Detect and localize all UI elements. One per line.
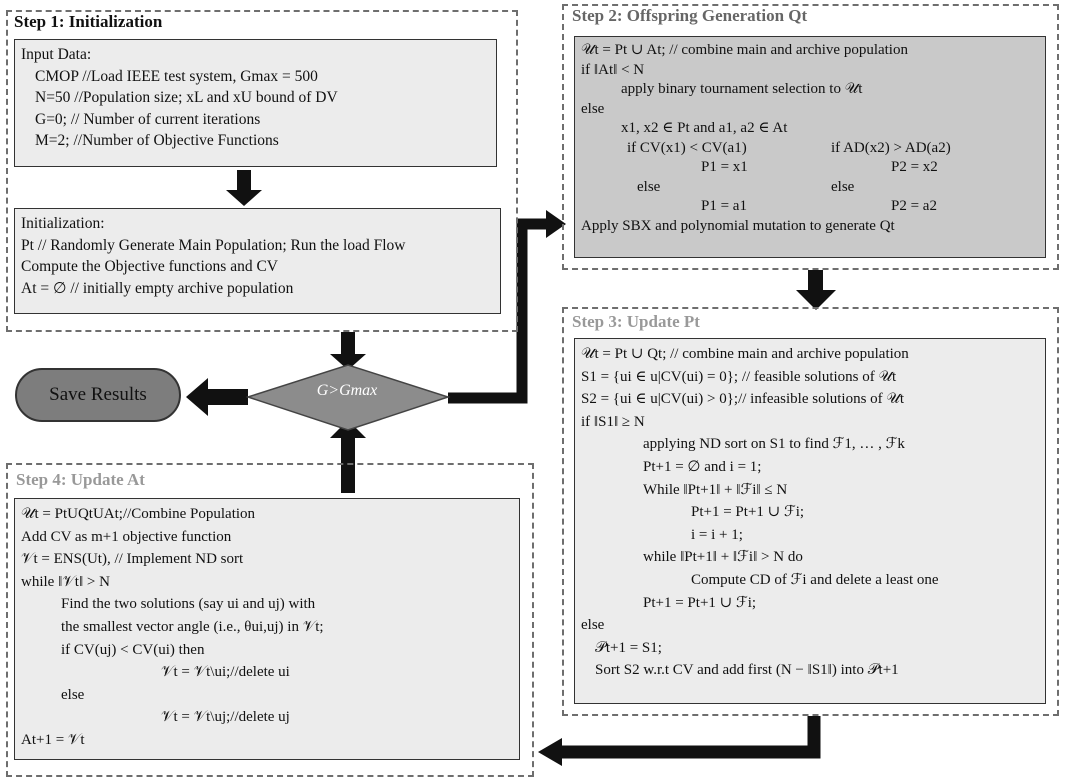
step1-title: Step 1: Initialization [10, 12, 167, 32]
step2-pair-right: P2 = a2 [891, 198, 937, 214]
step4-line: 𝒰t = PtUQtUAt;//Combine Population [21, 506, 256, 522]
offspring-generation-box: 𝒰t = Pt ∪ At; // combine main and archiv… [574, 36, 1046, 258]
update-pt-box: 𝒰t = Pt ∪ Qt; // combine main and archiv… [574, 338, 1046, 704]
step3-line: S2 = {ui ∈ u|CV(ui) > 0};// infeasible s… [581, 391, 905, 408]
step3-line: While ‖Pt+1‖ + ‖ℱi‖ ≤ N [643, 481, 788, 498]
step3-title: Step 3: Update Pt [568, 312, 704, 332]
input-line: G=0; // Number of current iterations [35, 110, 261, 128]
update-at-box: 𝒰t = PtUQtUAt;//Combine Population Add C… [14, 498, 520, 760]
step2-pair-right: if AD(x2) > AD(a2) [831, 139, 951, 156]
step4-line: Add CV as m+1 objective function [21, 528, 232, 545]
step2-pair-right: P2 = x2 [891, 159, 938, 175]
step2-line: else [581, 100, 605, 117]
step4-title: Step 4: Update At [12, 470, 149, 490]
step2-line: Apply SBX and polynomial mutation to gen… [581, 217, 895, 234]
step3-line: applying ND sort on S1 to find ℱ1, … , ℱ… [643, 436, 905, 453]
input-line: N=50 //Population size; xL and xU bound … [35, 89, 338, 106]
step4-line: while ‖𝒱t‖ > N [21, 573, 110, 590]
arrow-step3-to-step4 [538, 716, 821, 766]
input-line: M=2; //Number of Objective Functions [35, 132, 279, 149]
step2-pair-row: P1 = a1 P2 = a2 [581, 197, 1039, 217]
step3-line: else [581, 617, 605, 634]
initialization-box: Initialization: Pt // Randomly Generate … [14, 208, 501, 314]
input-line: Input Data: [21, 46, 92, 63]
step4-line: 𝒱t = 𝒱t\ui;//delete ui [161, 664, 290, 681]
step4-line: 𝒱t = ENS(Ut), // Implement ND sort [21, 551, 244, 568]
step4-line: 𝒱t = 𝒱t\uj;//delete uj [161, 709, 290, 726]
step4-line: if CV(uj) < CV(ui) then [61, 641, 205, 658]
step3-line: 𝒫t+1 = S1; [595, 639, 662, 656]
step2-line: if ‖At‖ < N [581, 61, 645, 78]
init-line: Initialization: [21, 215, 105, 232]
step4-line: else [61, 686, 85, 703]
step3-line: Pt+1 = ∅ and i = 1; [643, 458, 762, 475]
init-line: Pt // Randomly Generate Main Population;… [21, 236, 406, 254]
arrow-step2-to-step3 [796, 270, 836, 310]
step2-pair-left: P1 = a1 [701, 198, 747, 214]
step4-line: the smallest vector angle (i.e., θui,uj)… [61, 618, 324, 635]
input-data-box: Input Data: CMOP //Load IEEE test system… [14, 39, 497, 167]
decision-label: G>Gmax [316, 382, 378, 399]
step2-pair-left: P1 = x1 [701, 159, 748, 175]
step2-frame [562, 4, 1059, 270]
step1-frame [6, 10, 518, 332]
step2-line: apply binary tournament selection to 𝒰t [621, 81, 863, 97]
step2-pair-right: else [831, 178, 855, 195]
step4-frame [6, 463, 534, 777]
step2-line: x1, x2 ∈ Pt and a1, a2 ∈ At [621, 120, 788, 136]
step4-line: Find the two solutions (say ui and uj) w… [61, 596, 316, 613]
step3-line: 𝒰t = Pt ∪ Qt; // combine main and archiv… [581, 346, 909, 362]
decision-diamond [245, 364, 451, 431]
step3-line: Compute CD of ℱi and delete a least one [691, 571, 939, 588]
step3-frame [562, 307, 1059, 716]
init-line: At = ∅ // initially empty archive popula… [21, 279, 294, 297]
step2-line: 𝒰t = Pt ∪ At; // combine main and archiv… [581, 42, 908, 58]
step4-line: At+1 = 𝒱t [21, 731, 85, 748]
step3-line: Pt+1 = Pt+1 ∪ ℱi; [691, 504, 805, 521]
step2-pair-row: else else [581, 178, 1039, 198]
step3-line: while ‖Pt+1‖ + ‖ℱi‖ > N do [643, 549, 803, 566]
arrow-input-to-init [226, 170, 262, 206]
step3-line: Sort S2 w.r.t CV and add first (N − ‖S1‖… [595, 662, 899, 679]
arrow-step1-to-decision [330, 332, 366, 370]
step2-pair-left: if CV(x1) < CV(a1) [627, 139, 747, 156]
step2-pair-row: P1 = x1 P2 = x2 [581, 158, 1039, 178]
step3-line: i = i + 1; [691, 526, 743, 543]
arrow-decision-to-step2 [448, 210, 566, 404]
save-results-label: Save Results [49, 384, 147, 405]
step2-pair-left: else [637, 178, 661, 195]
step3-line: if ‖S1‖ ≥ N [581, 413, 645, 430]
input-line: CMOP //Load IEEE test system, Gmax = 500 [35, 67, 318, 85]
save-results-terminal: Save Results [15, 368, 181, 422]
step2-title: Step 2: Offspring Generation Qt [568, 6, 812, 26]
init-line: Compute the Objective functions and CV [21, 258, 278, 275]
step2-pair-row: if CV(x1) < CV(a1) if AD(x2) > AD(a2) [581, 139, 1039, 159]
step3-line: S1 = {ui ∈ u|CV(ui) = 0}; // feasible so… [581, 368, 897, 385]
step3-line: Pt+1 = Pt+1 ∪ ℱi; [643, 594, 757, 611]
arrow-decision-to-save [186, 378, 248, 416]
